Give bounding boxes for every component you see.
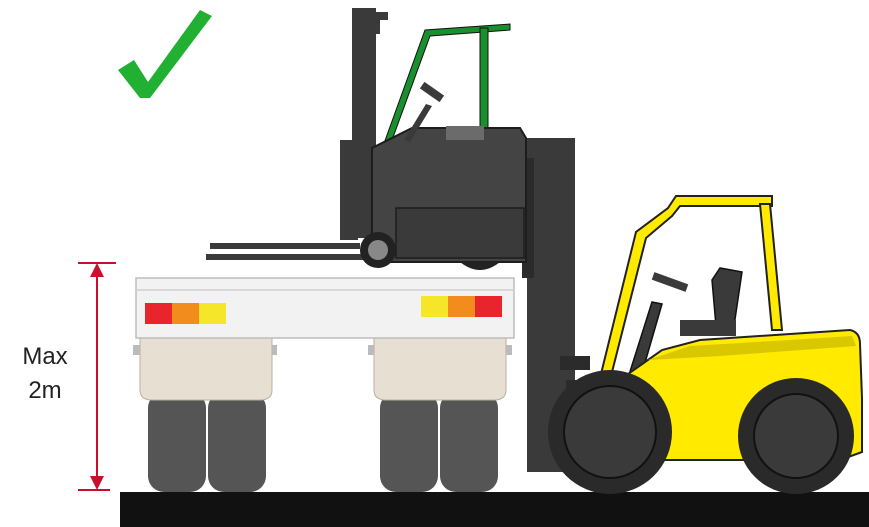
tail-light-red bbox=[145, 303, 172, 324]
ground bbox=[120, 492, 869, 527]
trailer-tyre bbox=[208, 392, 266, 492]
trailer-mudguard bbox=[140, 336, 272, 400]
tail-light-red bbox=[475, 296, 502, 317]
tail-light-orange bbox=[172, 303, 199, 324]
yellow-forklift bbox=[548, 196, 862, 494]
pallet-truck bbox=[206, 8, 526, 270]
arrow-down-icon bbox=[90, 476, 104, 490]
trailer-mudguard bbox=[374, 336, 506, 400]
trailer-tyre bbox=[380, 392, 438, 492]
trailer-hanger bbox=[272, 345, 277, 355]
trailer-hanger bbox=[506, 345, 512, 355]
dimension-label-line2: 2m bbox=[2, 374, 88, 408]
tail-light-yellow bbox=[199, 303, 226, 324]
pallet-truck-fork bbox=[210, 243, 360, 249]
check-mark-icon bbox=[118, 10, 212, 98]
trailer bbox=[133, 278, 514, 492]
pallet-truck-fork bbox=[206, 254, 366, 260]
trailer-tyre bbox=[440, 392, 498, 492]
dimension-label-line1: Max bbox=[2, 340, 88, 374]
arrow-up-icon bbox=[90, 263, 104, 277]
trailer-hanger bbox=[133, 345, 140, 355]
trailer-hanger bbox=[368, 345, 374, 355]
tail-light-yellow bbox=[421, 296, 448, 317]
trailer-tyre bbox=[148, 392, 206, 492]
tail-light-orange bbox=[448, 296, 475, 317]
